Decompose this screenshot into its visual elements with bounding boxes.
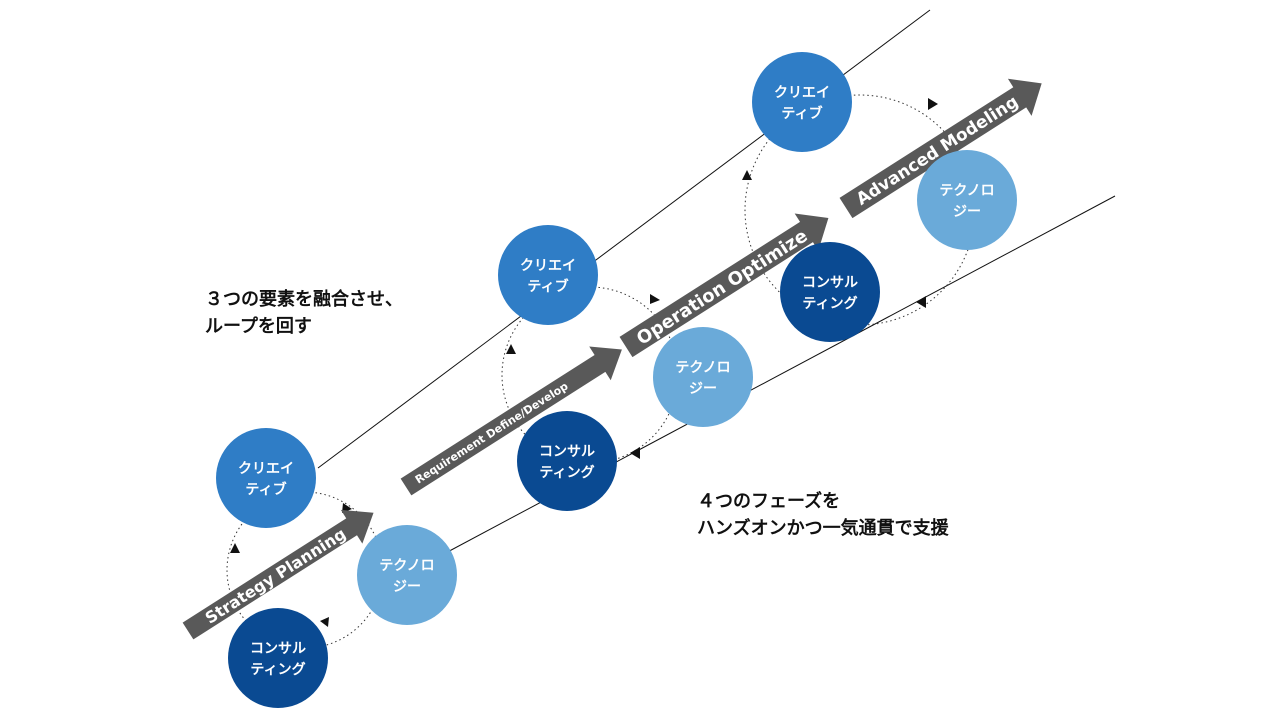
- caption-line: ３つの要素を融合させ、: [205, 289, 403, 310]
- node-label: クリエイ: [238, 461, 294, 477]
- caption-line: ハンズオンかつ一気通貫で支援: [697, 518, 949, 539]
- loop-arrowhead: [630, 447, 640, 459]
- loop-arrowhead: [928, 98, 938, 110]
- node-label: テクノロ: [939, 183, 994, 199]
- creative-node-operation: クリエイ ティブ: [752, 52, 852, 152]
- caption-line: ４つのフェーズを: [697, 491, 841, 512]
- node-label: コンサル: [802, 275, 858, 291]
- node-label: テクノロ: [379, 558, 434, 574]
- phases-caption: ４つのフェーズを ハンズオンかつ一気通貫で支援: [697, 488, 949, 542]
- node-label: テクノロ: [675, 360, 730, 376]
- node-label: クリエイ: [520, 258, 576, 274]
- creative-node-strategy: クリエイ ティブ: [216, 428, 316, 528]
- technology-node-operation: テクノロ ジー: [917, 150, 1017, 250]
- node-label: ジー: [689, 381, 717, 397]
- loop-arrowhead: [650, 294, 660, 304]
- loop-arrowhead: [230, 543, 240, 553]
- consulting-node-operation: コンサル ティング: [780, 242, 880, 342]
- node-label: ジー: [393, 579, 421, 595]
- caption-line: ループを回す: [205, 316, 312, 337]
- loop-arrowhead: [916, 296, 926, 308]
- consulting-node-strategy: コンサル ティング: [228, 608, 328, 708]
- creative-node-requirement: クリエイ ティブ: [498, 225, 598, 325]
- loop-caption: ３つの要素を融合させ、 ループを回す: [205, 286, 403, 340]
- technology-node-requirement: テクノロ ジー: [653, 327, 753, 427]
- technology-node-strategy: テクノロ ジー: [357, 525, 457, 625]
- node-label: ティブ: [781, 105, 822, 122]
- node-label: ティング: [250, 661, 305, 678]
- node-label: ティング: [802, 295, 857, 312]
- loop-arrowhead: [742, 170, 752, 180]
- node-label: コンサル: [250, 641, 306, 657]
- node-label: ティブ: [527, 278, 568, 295]
- node-label: コンサル: [539, 444, 595, 460]
- loop-arrowhead: [320, 617, 329, 627]
- loop-arrowhead: [506, 344, 516, 354]
- node-label: ティング: [539, 464, 594, 481]
- node-label: ティブ: [245, 481, 286, 498]
- node-label: ジー: [953, 204, 981, 220]
- consulting-node-requirement: コンサル ティング: [517, 411, 617, 511]
- node-label: クリエイ: [774, 85, 830, 101]
